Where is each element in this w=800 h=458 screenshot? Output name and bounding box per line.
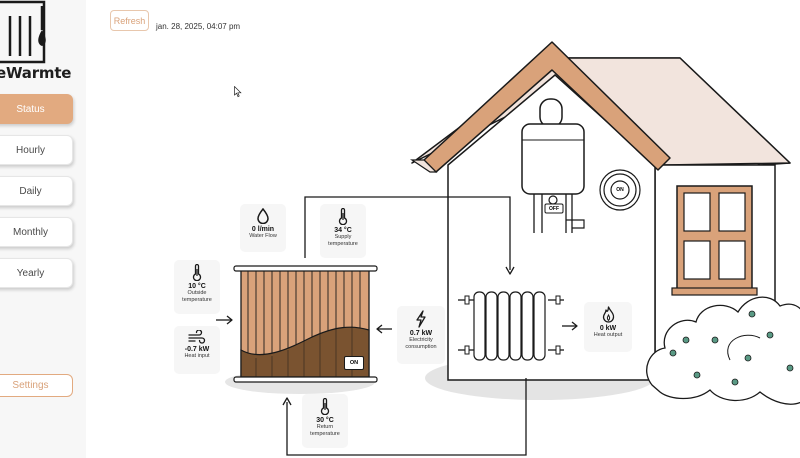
nav-hourly-button[interactable]: Hourly: [0, 135, 73, 165]
lightning-icon: [416, 310, 426, 328]
water-flow-card: 0 l/min Water Flow: [240, 204, 286, 252]
heat-pump-unit: [233, 265, 378, 383]
radiator: [458, 291, 564, 361]
return-temp-value: 30 °C: [316, 417, 334, 424]
bushes: [646, 296, 800, 405]
outside-temp-value: 10 °C: [188, 283, 206, 290]
return-temp-label: Return temperature: [310, 424, 340, 437]
heat-output-value: 0 kW: [599, 325, 617, 332]
outside-temp-card: 10 °C Outside temperature: [174, 260, 220, 314]
house-window: [671, 185, 758, 296]
supply-temp-card: 34 °C Supply temperature: [320, 204, 366, 258]
flow-arrows: [216, 266, 578, 406]
heat-output-label: Heat output: [593, 332, 623, 338]
electricity-value: 0.7 kW: [409, 330, 433, 337]
logo-icon: [0, 0, 46, 64]
boiler-unit: [521, 98, 585, 233]
outside-temp-label: Outside temperature: [182, 290, 212, 303]
heatpump-on-switch[interactable]: ON: [344, 356, 364, 370]
thermometer-icon: [338, 208, 348, 225]
sidebar: eWarmte Status Hourly Daily Monthly Year…: [0, 0, 86, 458]
nav-daily-button[interactable]: Daily: [0, 176, 73, 206]
flame-icon: [602, 306, 614, 323]
refresh-button[interactable]: Refresh: [110, 10, 149, 31]
heat-output-card: 0 kW Heat output: [584, 302, 632, 352]
nav-monthly-button[interactable]: Monthly: [0, 217, 73, 247]
thermostat-on-switch[interactable]: ON: [616, 187, 624, 193]
return-temp-card: 30 °C Return temperature: [302, 394, 348, 448]
droplet-icon: [257, 208, 269, 224]
nav-status-button[interactable]: Status: [0, 94, 73, 124]
heat-input-card: -0.7 kW Heat input: [174, 326, 220, 374]
thermometer-icon: [192, 264, 202, 281]
boiler-off-switch[interactable]: OFF: [549, 205, 559, 212]
brand-name: eWarmte: [0, 64, 72, 82]
electricity-label: Electricity consumption: [405, 337, 437, 350]
heat-input-value: -0.7 kW: [184, 346, 210, 353]
water-flow-label: Water Flow: [249, 233, 277, 239]
nav-yearly-button[interactable]: Yearly: [0, 258, 73, 288]
thermostat: [599, 169, 641, 211]
heat-input-label: Heat input: [184, 353, 210, 359]
water-flow-value: 0 l/min: [251, 226, 275, 233]
supply-temp-value: 34 °C: [334, 227, 352, 234]
mouse-cursor-icon: [234, 86, 242, 98]
wind-icon: [188, 330, 206, 344]
thermometer-icon: [320, 398, 330, 415]
settings-button[interactable]: Settings: [0, 374, 73, 397]
electricity-card: 0.7 kW Electricity consumption: [397, 306, 445, 364]
flow-pipes: [286, 196, 527, 456]
last-updated-timestamp: jan. 28, 2025, 04:07 pm: [156, 22, 241, 31]
supply-temp-label: Supply temperature: [328, 234, 358, 247]
